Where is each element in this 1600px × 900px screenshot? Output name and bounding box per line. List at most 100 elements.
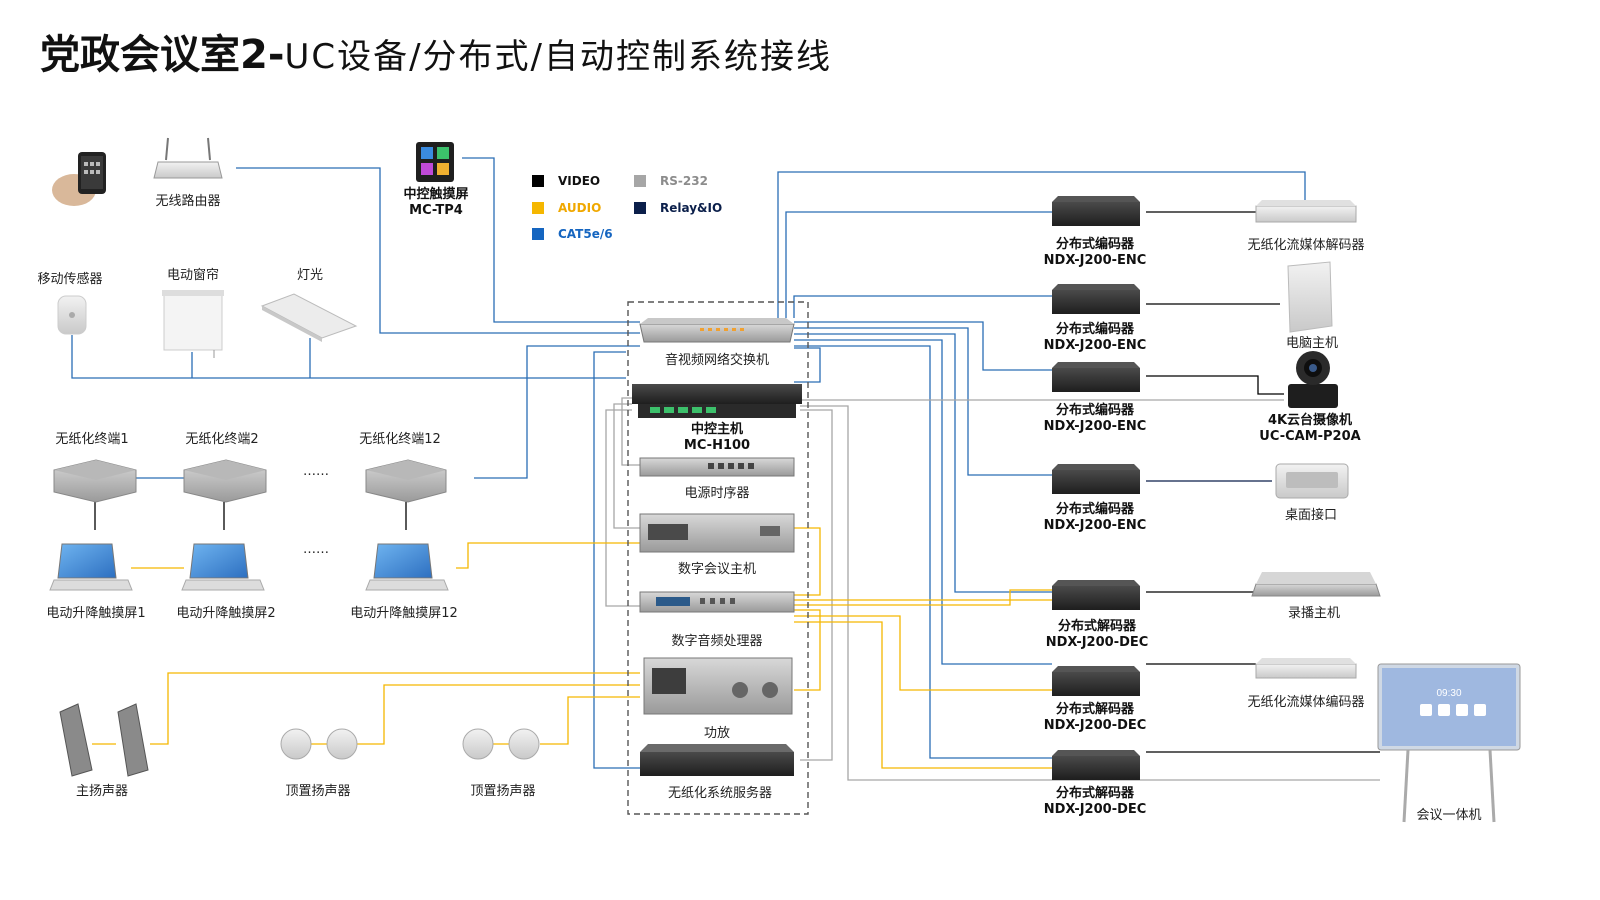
dec2-label: 分布式解码器 NDX-J200-DEC: [1044, 702, 1147, 734]
terminal-icon-1: [53, 459, 137, 503]
dec3-model: NDX-J200-DEC: [1043, 802, 1147, 817]
wire-dsp-dec2: [794, 615, 1052, 691]
lift12-label: 电动升降触摸屏12: [350, 606, 458, 621]
conference-display-icon: [1377, 663, 1521, 823]
dec3-name: 分布式解码器: [1055, 786, 1134, 801]
wire-sensors-bus: [71, 335, 626, 379]
encoder-icon-4: [1052, 464, 1140, 494]
wire-controller-amp: [800, 409, 833, 761]
enc3-name: 分布式编码器: [1055, 403, 1135, 418]
camera-model: UC-CAM-P20A: [1259, 429, 1361, 444]
wire-switch-enc4: [794, 327, 1052, 476]
title-light: UC设备/分布式/自动控制系统接线: [284, 37, 832, 77]
legend-relay: Relay&IO: [634, 201, 722, 215]
wire-switch-server: [593, 351, 640, 769]
enc1-label: 分布式编码器 NDX-J200-ENC: [1044, 237, 1147, 269]
router-icon: [153, 137, 223, 179]
enc4-label: 分布式编码器 NDX-J200-ENC: [1044, 502, 1147, 534]
terminal-dots: ……: [303, 464, 329, 479]
amplifier-icon: [643, 657, 793, 715]
rack-boundary: [627, 301, 809, 815]
enc2-model: NDX-J200-ENC: [1043, 338, 1147, 353]
wire-enc3-camera: [1146, 375, 1284, 395]
pc-tower-icon: [1287, 261, 1333, 333]
terminal12-label: 无纸化终端12: [359, 432, 441, 447]
legend-cat: CAT5e/6: [532, 227, 613, 241]
legend-cat-label: CAT5e/6: [558, 227, 613, 241]
stream-encoder-label: 无纸化流媒体编码器: [1247, 695, 1365, 710]
enc3-model: NDX-J200-ENC: [1043, 419, 1147, 434]
enc4-model: NDX-J200-ENC: [1043, 518, 1147, 533]
ceiling-speaker2-label: 顶置扬声器: [470, 784, 536, 799]
enc1-name: 分布式编码器: [1055, 237, 1135, 252]
power-seq-label: 电源时序器: [684, 486, 750, 501]
encoder-icon-2: [1052, 284, 1140, 314]
amp-label: 功放: [703, 726, 731, 741]
terminal-icon-2: [183, 459, 267, 503]
ceiling-speaker-icon-2: [462, 728, 540, 760]
legend-audio: AUDIO: [532, 201, 601, 215]
curtain-label: 电动窗帘: [166, 268, 220, 283]
wire-switch-enc1: [777, 171, 1306, 318]
encoder-icon-3: [1052, 362, 1140, 392]
legend-video-label: VIDEO: [558, 174, 601, 188]
wire-dsp-camera: [794, 589, 1052, 606]
enc2-label: 分布式编码器 NDX-J200-ENC: [1044, 322, 1147, 354]
lift-screen-icon-12: [365, 543, 449, 591]
tp4-name: 中控触摸屏: [403, 187, 469, 202]
desk-port-icon: [1275, 463, 1349, 499]
motion-sensor-icon: [57, 295, 87, 335]
network-switch-icon: [639, 318, 795, 343]
wire-controller-dsp: [605, 409, 642, 607]
wire-controller-power: [621, 397, 642, 466]
pc-label: 电脑主机: [1285, 336, 1339, 351]
main-speaker-label: 主扬声器: [75, 784, 129, 799]
cat-wires: [71, 157, 1306, 769]
light-label: 灯光: [296, 268, 324, 283]
wire-dsp-amp: [794, 609, 821, 691]
tp4-label: 中控触摸屏 MC-TP4: [403, 187, 468, 219]
dec3-label: 分布式解码器 NDX-J200-DEC: [1044, 786, 1147, 818]
wire-switch-controller: [794, 347, 821, 383]
decoder-icon-2: [1052, 666, 1140, 696]
conference-host-icon: [639, 513, 795, 553]
legend-relay-label: Relay&IO: [660, 201, 723, 215]
terminal-icon-12: [365, 459, 447, 503]
legend-audio-label: AUDIO: [558, 201, 602, 215]
wire-switch-enc2: [793, 295, 1052, 318]
title-bold: 党政会议室2-: [40, 32, 285, 78]
display-time: 09:30: [1436, 688, 1461, 699]
dec2-model: NDX-J200-DEC: [1043, 718, 1147, 733]
lift-screen-icon-1: [49, 543, 133, 591]
tp4-model: MC-TP4: [409, 203, 463, 218]
stream-decoder-label: 无纸化流媒体解码器: [1247, 238, 1365, 253]
wire-amp-ceiling1: [356, 684, 640, 745]
curtain-icon: [162, 290, 224, 358]
enc4-name: 分布式编码器: [1055, 502, 1135, 517]
legend-video: VIDEO: [532, 174, 600, 188]
legend-swatch-cat: [532, 228, 544, 240]
legend-rs232: RS-232: [634, 174, 708, 188]
wire-router-switch: [236, 167, 640, 334]
page-title: 党政会议室2-UC设备/分布式/自动控制系统接线: [40, 22, 832, 78]
enc1-model: NDX-J200-ENC: [1043, 253, 1147, 268]
desk-port-label: 桌面接口: [1284, 508, 1338, 523]
wire-tp4-switch: [462, 157, 640, 323]
encoder-icon-1: [1052, 196, 1140, 226]
wire-controller-conf: [613, 403, 642, 529]
controller-name: 中控主机: [690, 422, 743, 437]
conf-display-label: 会议一体机: [1416, 808, 1482, 823]
motion-sensor-label: 移动传感器: [37, 272, 103, 287]
wire-switch-dec3: [794, 345, 1052, 759]
wire-switch-enc3: [794, 321, 1052, 371]
terminal2-label: 无纸化终端2: [185, 432, 259, 447]
paperless-server-label: 无纸化系统服务器: [667, 786, 773, 801]
recorder-icon: [1251, 572, 1381, 597]
wire-dsp-dec3: [794, 621, 1052, 769]
controller-icon: [632, 384, 802, 418]
dec1-label: 分布式解码器 NDX-J200-DEC: [1046, 619, 1149, 651]
conf-host-label: 数字会议主机: [677, 562, 757, 577]
wire-conf-dsp: [794, 527, 821, 596]
tp4-icon: [416, 142, 454, 182]
